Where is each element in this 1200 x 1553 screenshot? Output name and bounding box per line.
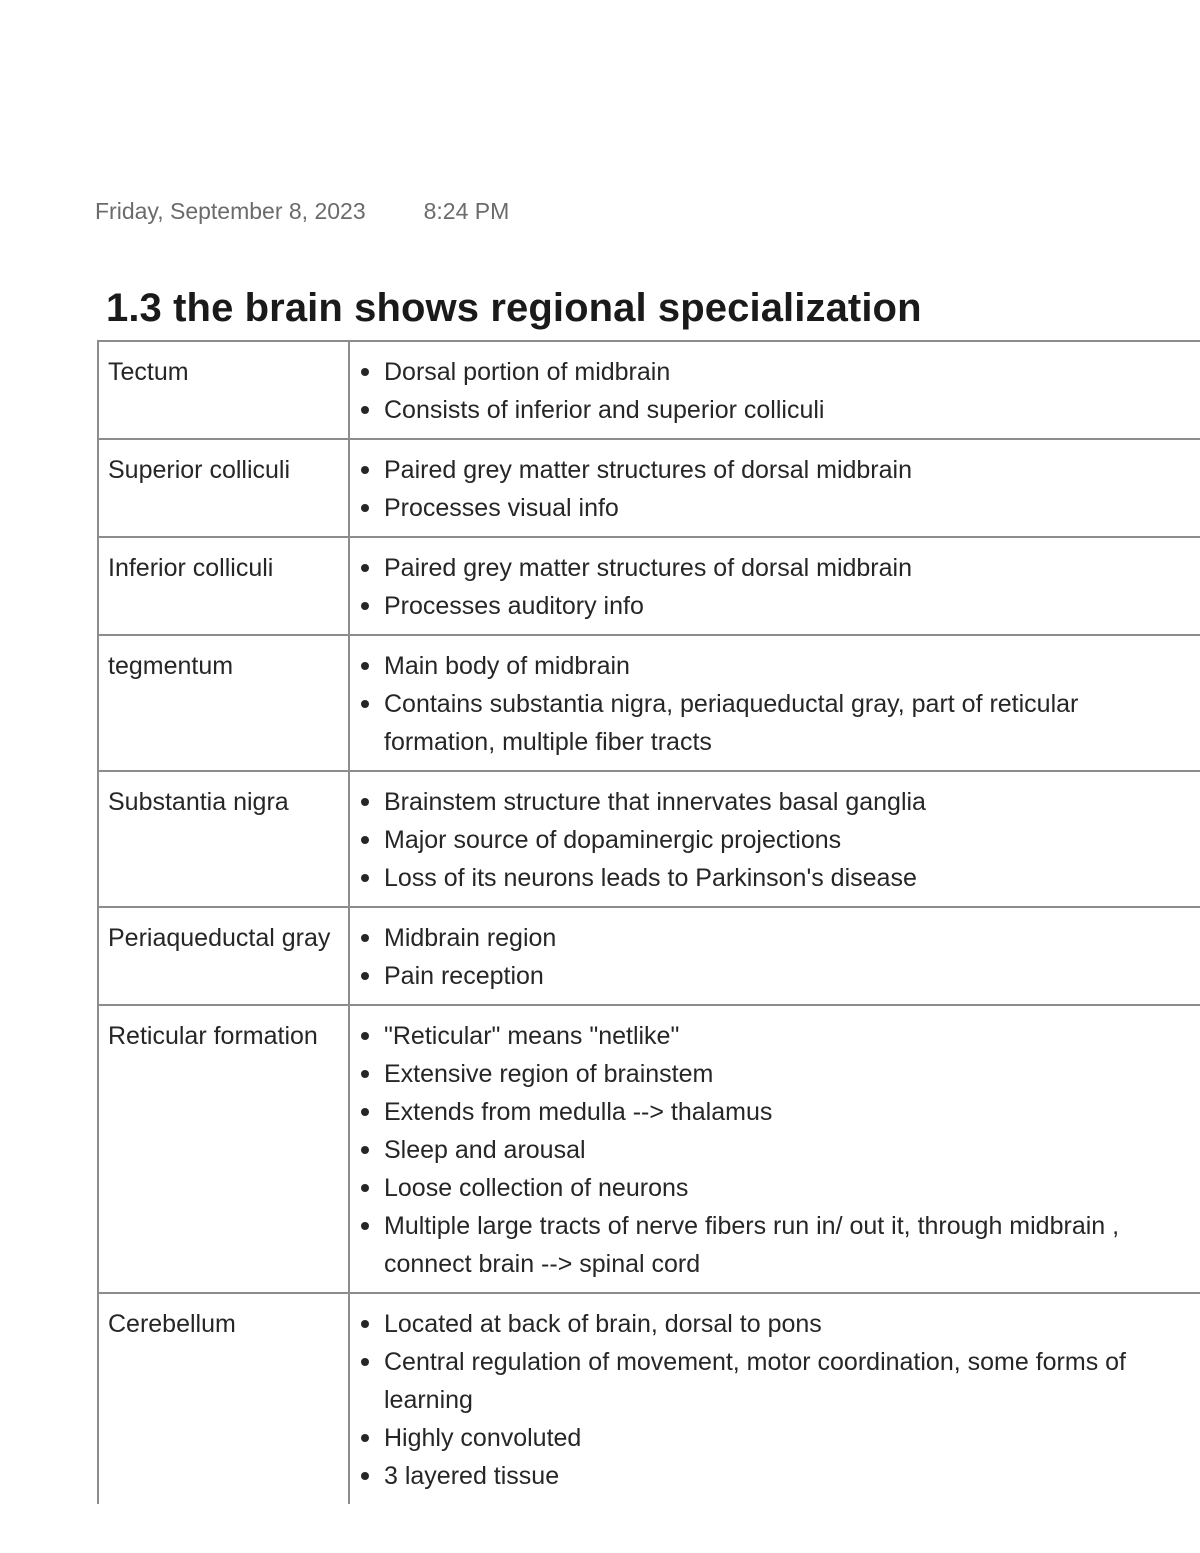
bullet-item: Multiple large tracts of nerve fibers ru… (356, 1207, 1193, 1283)
description-cell: Paired grey matter structures of dorsal … (348, 536, 1200, 636)
bullet-list: Paired grey matter structures of dorsal … (356, 451, 1193, 527)
bullet-item: Loss of its neurons leads to Parkinson's… (356, 859, 1193, 897)
bullet-item: Sleep and arousal (356, 1131, 1193, 1169)
bullet-list: Located at back of brain, dorsal to pons… (356, 1305, 1193, 1495)
table-row: Reticular formation"Reticular" means "ne… (97, 1004, 1200, 1294)
term-cell: tegmentum (97, 634, 349, 772)
page-title: 1.3 the brain shows regional specializat… (106, 286, 922, 330)
bullet-list: Brainstem structure that innervates basa… (356, 783, 1193, 897)
term-cell: Inferior colliculi (97, 536, 349, 636)
bullet-item: Central regulation of movement, motor co… (356, 1343, 1193, 1419)
bullet-item: Processes visual info (356, 489, 1193, 527)
bullet-item: Located at back of brain, dorsal to pons (356, 1305, 1193, 1343)
bullet-item: Brainstem structure that innervates basa… (356, 783, 1193, 821)
bullet-item: Dorsal portion of midbrain (356, 353, 1193, 391)
description-cell: "Reticular" means "netlike"Extensive reg… (348, 1004, 1200, 1294)
bullet-list: "Reticular" means "netlike"Extensive reg… (356, 1017, 1193, 1283)
bullet-item: Major source of dopaminergic projections (356, 821, 1193, 859)
bullet-list: Paired grey matter structures of dorsal … (356, 549, 1193, 625)
term-cell: Substantia nigra (97, 770, 349, 908)
description-cell: Paired grey matter structures of dorsal … (348, 438, 1200, 538)
term-cell: Superior colliculi (97, 438, 349, 538)
bullet-item: Extends from medulla --> thalamus (356, 1093, 1193, 1131)
description-cell: Located at back of brain, dorsal to pons… (348, 1292, 1200, 1504)
bullet-item: "Reticular" means "netlike" (356, 1017, 1193, 1055)
bullet-item: Pain reception (356, 957, 1193, 995)
term-cell: Tectum (97, 340, 349, 440)
note-timestamp: Friday, September 8, 2023 8:24 PM (95, 198, 509, 225)
bullet-item: 3 layered tissue (356, 1457, 1193, 1495)
bullet-item: Midbrain region (356, 919, 1193, 957)
bullet-item: Highly convoluted (356, 1419, 1193, 1457)
bullet-item: Paired grey matter structures of dorsal … (356, 549, 1193, 587)
note-time: 8:24 PM (423, 198, 510, 224)
bullet-item: Contains substantia nigra, periaqueducta… (356, 685, 1193, 761)
bullet-item: Loose collection of neurons (356, 1169, 1193, 1207)
term-cell: Cerebellum (97, 1292, 349, 1504)
bullet-item: Consists of inferior and superior collic… (356, 391, 1193, 429)
note-date: Friday, September 8, 2023 (95, 198, 366, 224)
bullet-item: Paired grey matter structures of dorsal … (356, 451, 1193, 489)
term-cell: Periaqueductal gray (97, 906, 349, 1006)
bullet-item: Main body of midbrain (356, 647, 1193, 685)
description-cell: Brainstem structure that innervates basa… (348, 770, 1200, 908)
term-cell: Reticular formation (97, 1004, 349, 1294)
bullet-item: Processes auditory info (356, 587, 1193, 625)
bullet-item: Extensive region of brainstem (356, 1055, 1193, 1093)
